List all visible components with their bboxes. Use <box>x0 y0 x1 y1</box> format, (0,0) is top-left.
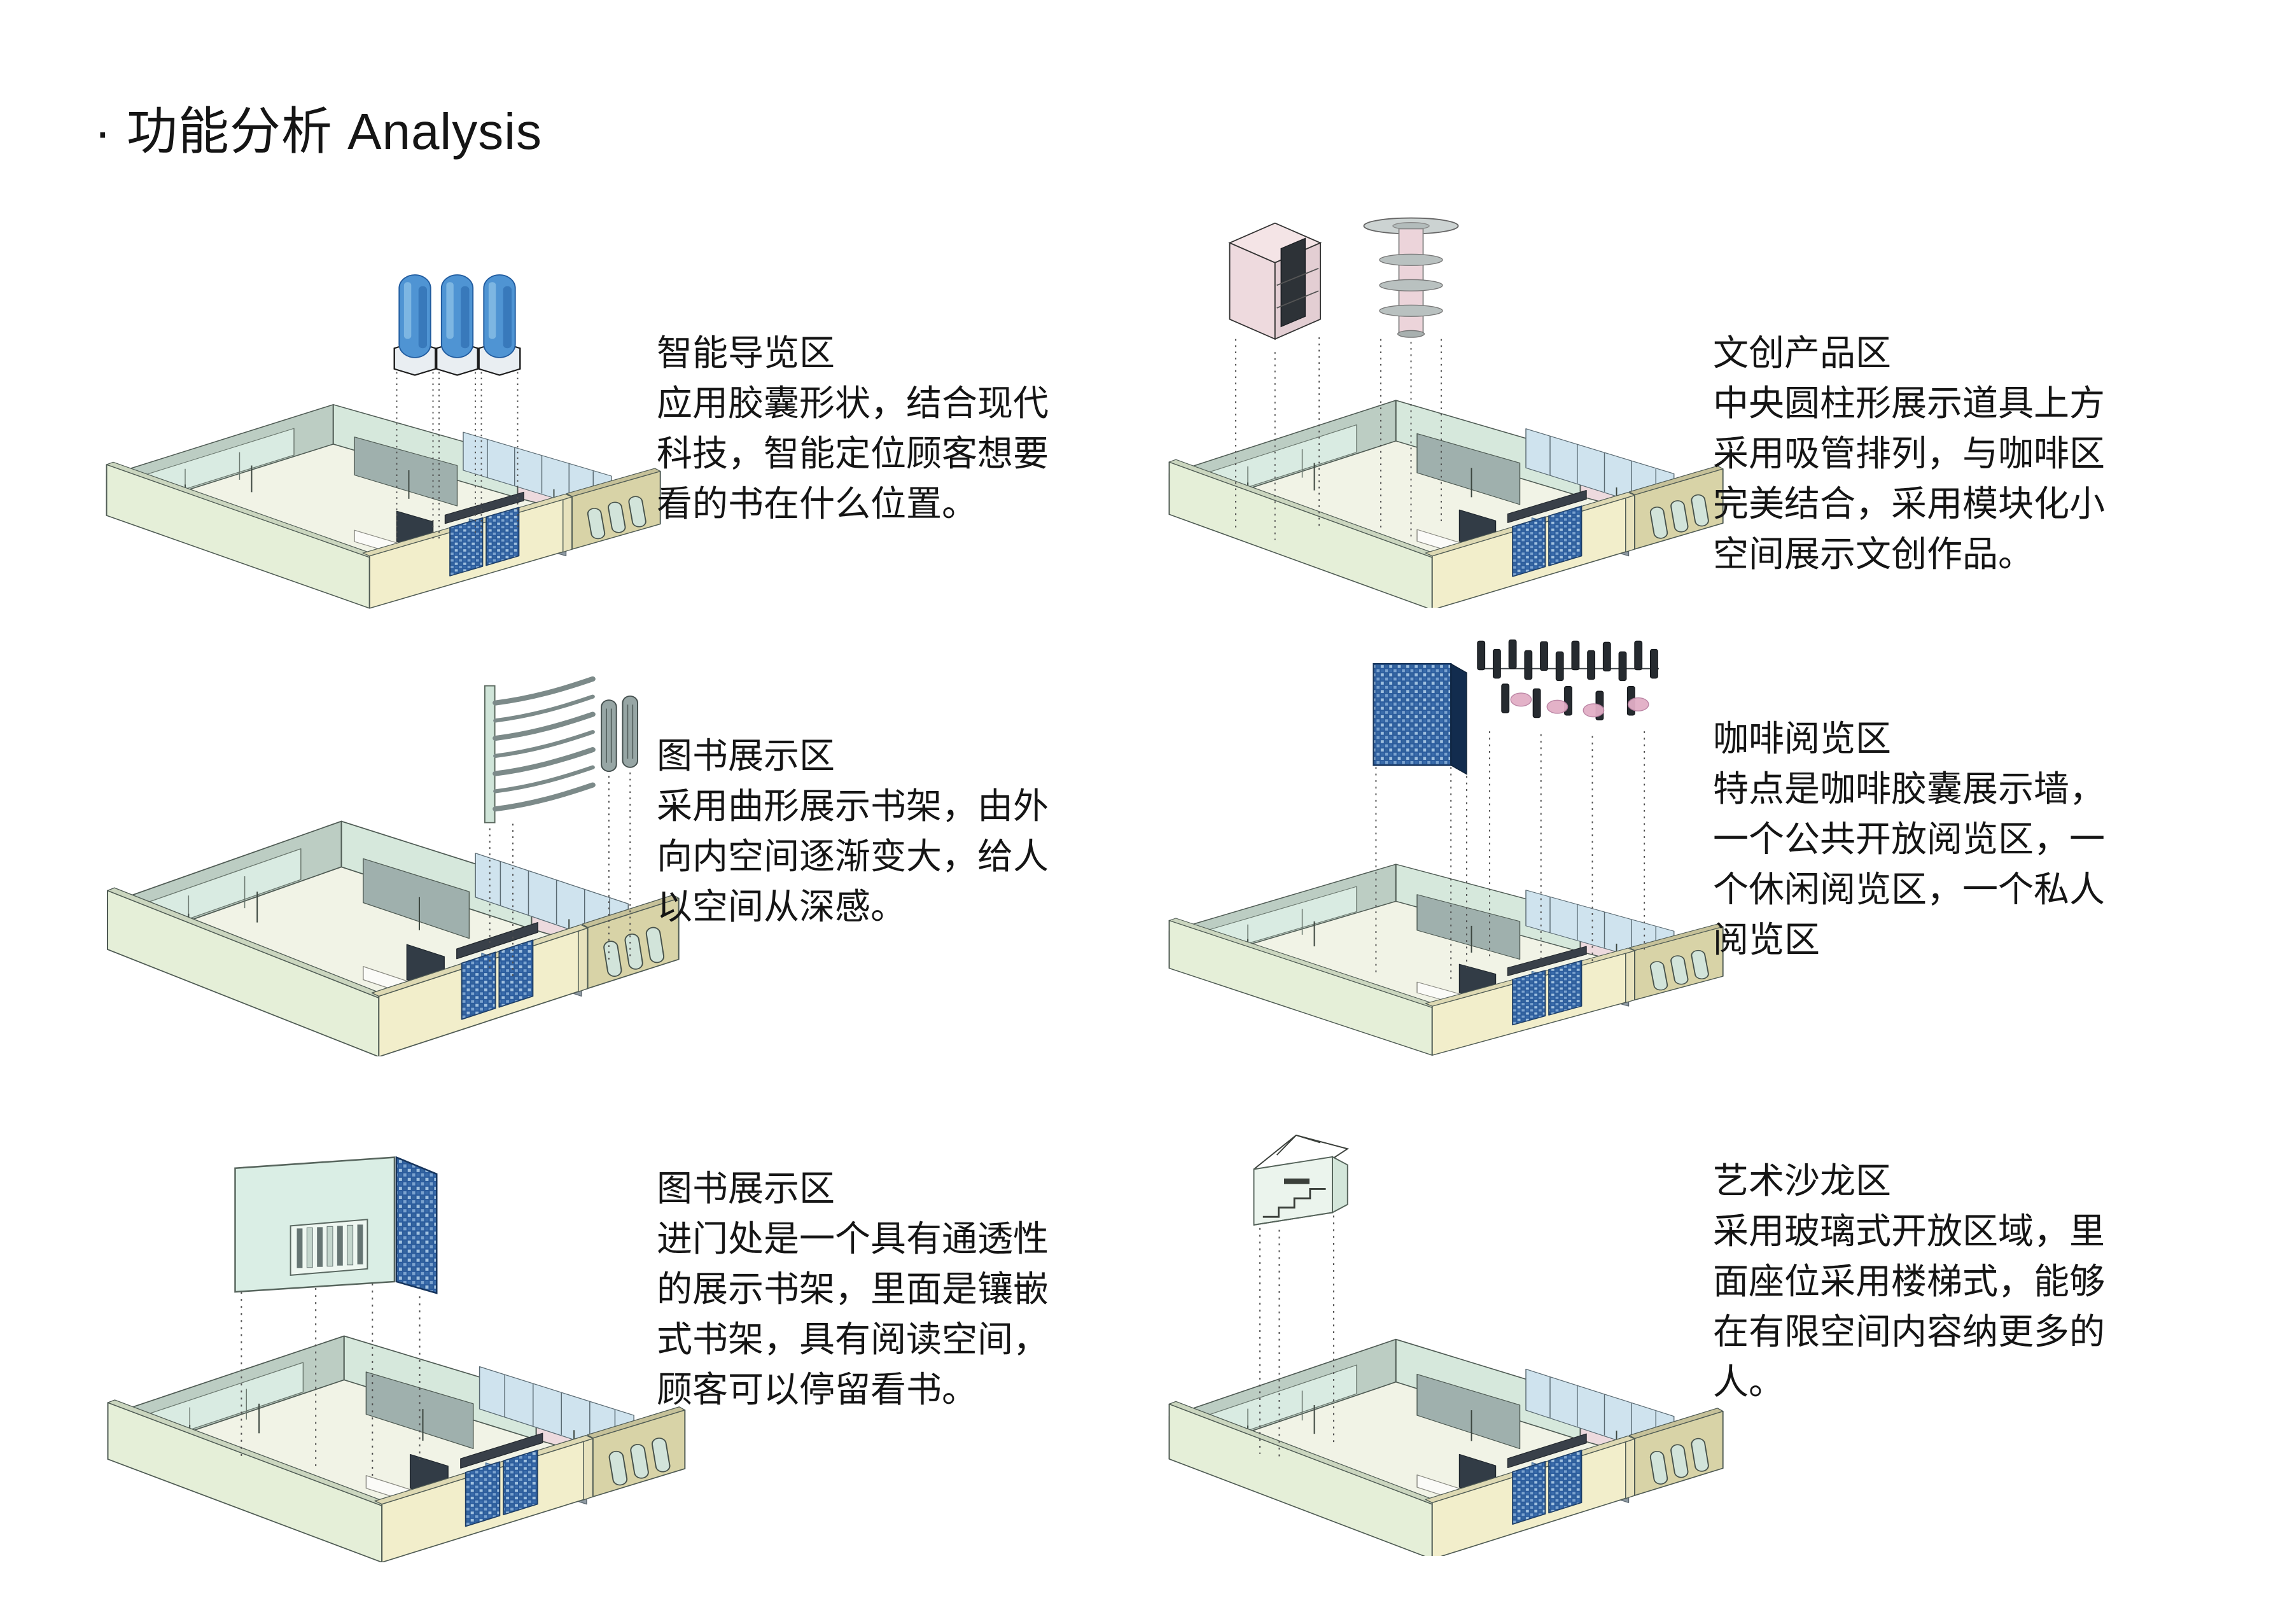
description-line: 的展示书架，里面是镶嵌 <box>657 1269 1049 1309</box>
zone-description: 进门处是一个具有通透性的展示书架，里面是镶嵌式书架，具有阅读空间， 顾客可以停留看… <box>657 1214 1166 1415</box>
description-line: 面座位采用楼梯式，能够 <box>1713 1261 2105 1301</box>
description-line: 顾客可以停留看书。 <box>657 1369 977 1410</box>
zone-title: 文创产品区 <box>1713 333 1891 373</box>
building-model <box>106 403 661 609</box>
zone-caption: 智能导览区 应用胶囊形状，结合现代科技，智能定位顾客想要看的书在什么位置。 <box>657 328 1140 529</box>
display-box-float <box>1228 222 1322 540</box>
zone-caption: 文创产品区 中央圆柱形展示道具上方采用吸管排列，与咖啡区完美结合，采用模块化小空… <box>1713 328 2254 579</box>
description-line: 一个公共开放阅览区，一 <box>1713 819 2105 859</box>
coffee-reading-model <box>1168 639 1724 1056</box>
straw-column-float <box>1363 217 1459 537</box>
zone-description: 中央圆柱形展示道具上方采用吸管排列，与咖啡区完美结合，采用模块化小空间展示文创作… <box>1713 378 2254 579</box>
zone-title: 图书展示区 <box>657 1168 835 1208</box>
description-line: 采用玻璃式开放区域，里 <box>1713 1211 2105 1251</box>
zone-caption: 图书展示区 采用曲形展示书架，由外向内空间逐渐变大，给人以空间从深感。 <box>657 731 1166 932</box>
description-line: 采用吸管排列，与咖啡区 <box>1713 433 2105 473</box>
axonometric-diagram-art-salon <box>1139 1110 1743 1556</box>
axonometric-diagram-cultural-products <box>1139 200 1743 608</box>
description-line: 中央圆柱形展示道具上方 <box>1713 383 2105 423</box>
axonometric-diagram-book-display-curved <box>76 646 700 1056</box>
zone-description: 采用玻璃式开放区域，里面座位采用楼梯式，能够在有限空间内容纳更多的人。 <box>1713 1206 2254 1407</box>
description-line: 看的书在什么位置。 <box>657 484 977 524</box>
zone-caption: 咖啡阅览区 特点是咖啡胶囊展示墙， 一个公共开放阅览区，一个休闲阅览区，一个私人阅… <box>1713 713 2254 965</box>
art-salon-model <box>1168 1134 1724 1556</box>
description-line: 特点是咖啡胶囊展示墙， <box>1713 769 2105 809</box>
zone-title: 艺术沙龙区 <box>1713 1161 1891 1201</box>
description-line: 向内空间逐渐变大，给人 <box>657 836 1049 876</box>
description-line: 采用曲形展示书架，由外 <box>657 786 1049 826</box>
description-line: 式书架，具有阅读空间， <box>657 1319 1049 1359</box>
description-line: 个休闲阅览区，一个私人 <box>1713 869 2105 909</box>
smart-guide-model <box>106 274 661 609</box>
zone-title: 图书展示区 <box>657 736 835 776</box>
description-line: 空间展示文创作品。 <box>1713 534 2034 574</box>
zone-description: 应用胶囊形状，结合现代科技，智能定位顾客想要看的书在什么位置。 <box>657 378 1140 529</box>
building-model <box>107 1335 686 1562</box>
curved-shelf-float <box>484 676 638 977</box>
capsule-pillars-float <box>393 274 521 544</box>
description-line: 进门处是一个具有通透性 <box>657 1219 1049 1259</box>
entrance-shelf-model <box>107 1156 686 1562</box>
axonometric-diagram-coffee-reading <box>1139 627 1743 1056</box>
building-model <box>1168 400 1724 608</box>
description-line: 在有限空间内容纳更多的 <box>1713 1312 2105 1352</box>
capsule-wall-float <box>1373 662 1467 979</box>
transparent-shelf-wall-float <box>234 1156 438 1476</box>
description-line: 应用胶囊形状，结合现代 <box>657 383 1049 423</box>
axonometric-diagram-book-display-entrance <box>76 1101 706 1562</box>
zone-title: 智能导览区 <box>657 333 835 373</box>
page-title: · 功能分析 Analysis <box>94 103 542 160</box>
curved-shelf-model <box>107 676 680 1056</box>
hanging-cups-float <box>1477 639 1659 964</box>
building-model <box>1168 1338 1724 1556</box>
description-line: 阅览区 <box>1713 920 1820 960</box>
description-line: 科技，智能定位顾客想要 <box>657 433 1049 473</box>
zone-title: 咖啡阅览区 <box>1713 718 1891 759</box>
zone-description: 特点是咖啡胶囊展示墙， 一个公共开放阅览区，一个休闲阅览区，一个私人阅览区 <box>1713 764 2254 965</box>
axonometric-diagram-smart-guide <box>76 239 681 611</box>
description-line: 人。 <box>1713 1362 1784 1402</box>
building-model <box>107 820 680 1056</box>
zone-description: 采用曲形展示书架，由外向内空间逐渐变大，给人以空间从深感。 <box>657 781 1166 932</box>
building-model <box>1168 864 1724 1056</box>
description-line: 以空间从深感。 <box>657 886 906 927</box>
zone-caption: 艺术沙龙区 采用玻璃式开放区域，里面座位采用楼梯式，能够在有限空间内容纳更多的人… <box>1713 1156 2254 1407</box>
description-line: 完美结合，采用模块化小 <box>1713 484 2105 524</box>
cultural-products-model <box>1168 217 1724 608</box>
glass-box-float <box>1253 1134 1350 1460</box>
zone-caption: 图书展示区 进门处是一个具有通透性的展示书架，里面是镶嵌式书架，具有阅读空间， 顾… <box>657 1163 1166 1415</box>
